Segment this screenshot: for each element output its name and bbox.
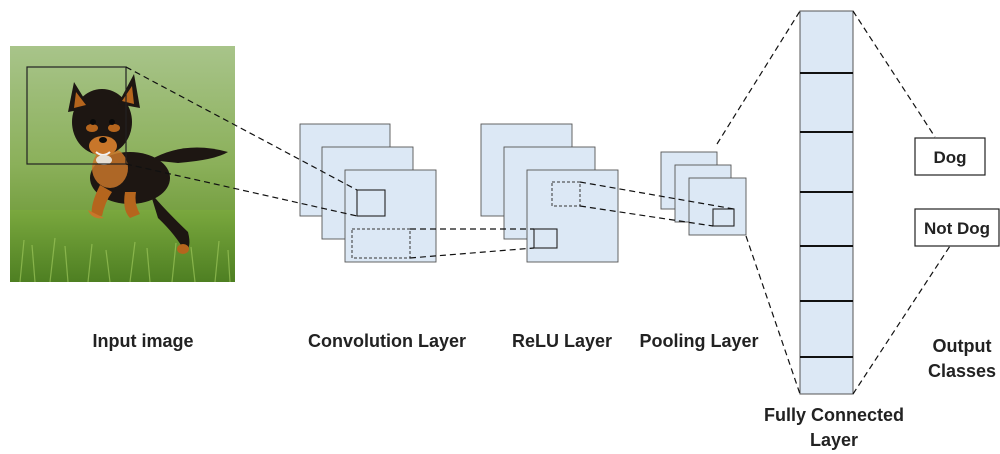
label-output-classes-1: Output	[933, 336, 992, 356]
output-dog: Dog	[914, 137, 986, 176]
pool-kernel-solid	[712, 208, 735, 227]
relu-layer-stack	[480, 123, 619, 263]
relu-kernel-solid	[533, 228, 558, 249]
connector-lines	[125, 10, 951, 395]
label-output-classes-2: Classes	[928, 361, 996, 381]
conv-kernel-solid	[356, 189, 386, 217]
label-convolution-layer: Convolution Layer	[308, 331, 466, 351]
conv-kernel-dashed	[351, 228, 411, 259]
dog-figure	[68, 74, 228, 254]
input-receptive-field	[26, 66, 127, 165]
output-dog-label: Dog	[933, 148, 966, 167]
fully-connected-layer	[799, 10, 854, 395]
label-relu-layer: ReLU Layer	[512, 331, 612, 351]
label-pooling-layer: Pooling Layer	[639, 331, 758, 351]
pooling-layer-stack	[660, 151, 747, 236]
input-image	[10, 46, 235, 282]
label-fully-connected-1: Fully Connected	[764, 405, 904, 425]
output-not-dog-label: Not Dog	[924, 219, 990, 238]
label-fully-connected-2: Layer	[810, 430, 858, 450]
output-not-dog: Not Dog	[914, 208, 1000, 247]
relu-kernel-dashed	[551, 181, 581, 207]
label-input-image: Input image	[92, 331, 193, 351]
